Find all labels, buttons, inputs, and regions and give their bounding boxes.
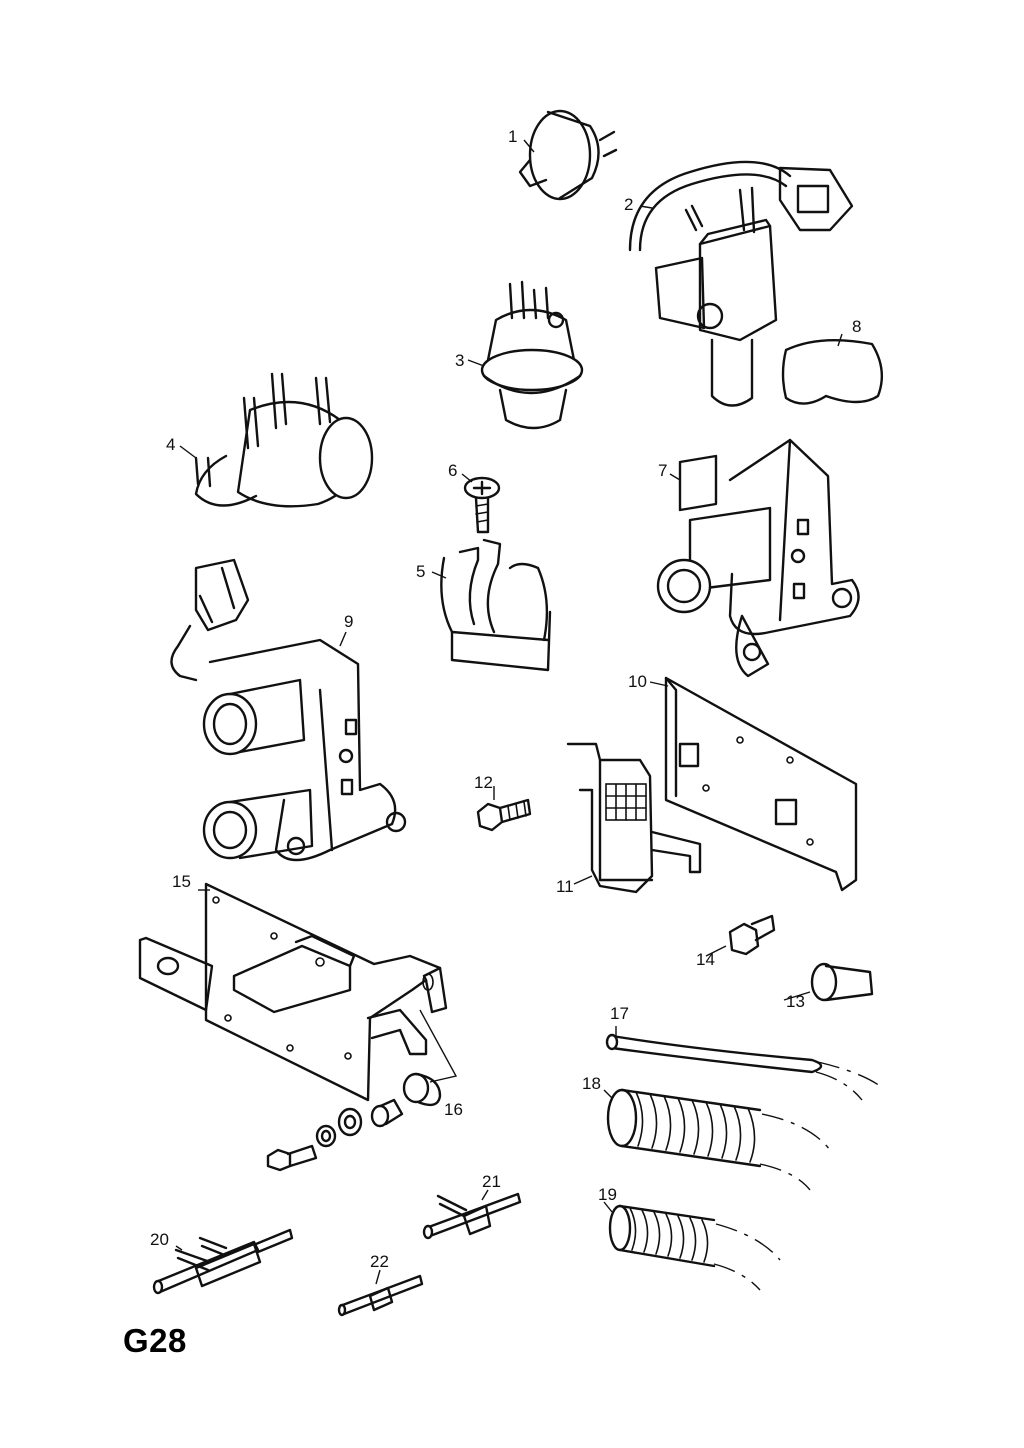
callout-18: 18 <box>582 1074 601 1093</box>
part-6-screw[interactable] <box>463 476 501 534</box>
part-15-bracket[interactable] <box>138 882 458 1102</box>
callout-4: 4 <box>166 435 176 454</box>
part-8-rubber-boot[interactable] <box>781 338 884 405</box>
part-10-mounting-plate[interactable] <box>664 676 858 892</box>
part-3-vacuum-actuator[interactable] <box>480 280 584 430</box>
part-9-solenoid-assembly[interactable] <box>170 558 407 862</box>
part-5-mounting-clip[interactable] <box>440 538 552 672</box>
callout-14: 14 <box>696 950 715 969</box>
part-20-t-connector[interactable] <box>152 1228 294 1295</box>
part-14-flange-screw[interactable] <box>728 914 776 956</box>
callout-6: 6 <box>448 461 458 480</box>
callout-21: 21 <box>482 1172 501 1191</box>
part-19-corrugated-tube[interactable] <box>608 1204 781 1291</box>
callout-9: 9 <box>344 612 354 631</box>
part-18-corrugated-tube[interactable] <box>606 1088 831 1191</box>
callout-11: 11 <box>556 877 574 896</box>
callout-19: 19 <box>598 1185 617 1204</box>
part-22-straight-connector[interactable] <box>337 1274 424 1317</box>
part-4-vacuum-valve[interactable] <box>194 372 374 508</box>
callout-8: 8 <box>852 317 862 336</box>
callout-20: 20 <box>150 1230 169 1249</box>
part-12-bolt[interactable] <box>476 798 532 832</box>
callout-2: 2 <box>624 195 634 214</box>
part-16-fitting-kit[interactable] <box>266 1072 442 1172</box>
part-13-plug[interactable] <box>810 962 874 1002</box>
callout-leaders <box>175 139 843 1285</box>
part-17-hose[interactable] <box>605 1033 881 1101</box>
part-11-control-module[interactable] <box>566 742 702 894</box>
callout-1: 1 <box>508 127 518 146</box>
callout-16: 16 <box>444 1100 463 1119</box>
part-2-solenoid-valve[interactable] <box>628 160 854 407</box>
part-21-t-connector[interactable] <box>422 1192 522 1240</box>
callout-3: 3 <box>455 351 465 370</box>
callout-22: 22 <box>370 1252 389 1271</box>
callout-13: 13 <box>786 992 805 1011</box>
callout-10: 10 <box>628 672 647 691</box>
callout-12: 12 <box>474 773 493 792</box>
page-code: G28 <box>123 1322 187 1359</box>
part-7-twin-solenoid[interactable] <box>656 438 860 678</box>
callout-15: 15 <box>172 872 191 891</box>
callout-17: 17 <box>610 1004 629 1023</box>
part-1-check-valve[interactable] <box>518 109 618 201</box>
callout-7: 7 <box>658 461 668 480</box>
callout-5: 5 <box>416 562 426 581</box>
